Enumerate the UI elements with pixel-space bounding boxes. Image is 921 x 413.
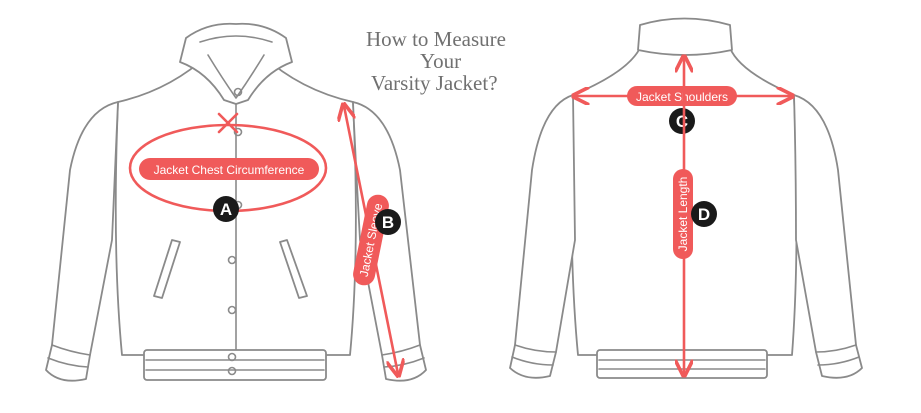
length-letter-badge [691, 201, 717, 227]
title-line-3: Varsity Jacket? [371, 71, 498, 95]
sleeve-measurement: Jacket Sleeve B [344, 106, 401, 374]
sleeve-letter: B [382, 213, 394, 232]
button [227, 305, 237, 315]
back-right-cuff [815, 344, 860, 366]
button [227, 352, 237, 362]
title-line-2: Your [420, 49, 461, 73]
back-left-cuff [511, 344, 557, 366]
length-label-group: Jacket Length [673, 169, 693, 259]
title-block: How to Measure Your Varsity Jacket? [366, 27, 506, 95]
button [227, 255, 237, 265]
length-measurement: Jacket Length D [673, 58, 717, 374]
button [233, 127, 243, 137]
length-letter: D [698, 205, 710, 224]
back-left-sleeve [509, 94, 576, 379]
shoulders-letter: C [676, 112, 688, 131]
sleeve-letter-badge [375, 209, 401, 235]
back-waistband [596, 349, 768, 379]
chest-letter: A [220, 200, 232, 219]
chest-letter-badge [213, 196, 239, 222]
button [233, 87, 243, 97]
front-left-pocket [153, 239, 181, 299]
chest-label-pill [139, 158, 319, 180]
button [227, 366, 237, 376]
chest-measurement: Jacket Chest Circumference A [128, 112, 328, 222]
chest-label: Jacket Chest Circumference [154, 163, 305, 177]
front-left-sleeve [45, 101, 119, 382]
front-collar [179, 22, 293, 105]
chest-cross-mark [217, 112, 239, 134]
back-collar [637, 17, 733, 56]
length-label-pill [673, 169, 693, 259]
length-label: Jacket Length [676, 177, 690, 252]
front-waistband [143, 349, 327, 381]
shoulders-label: Jacket Shoulders [636, 90, 728, 104]
title-line-1: How to Measure [366, 27, 506, 51]
back-right-sleeve [793, 94, 863, 379]
front-collar-fold [199, 35, 273, 99]
front-right-pocket [279, 239, 308, 299]
front-left-cuff [47, 344, 91, 368]
